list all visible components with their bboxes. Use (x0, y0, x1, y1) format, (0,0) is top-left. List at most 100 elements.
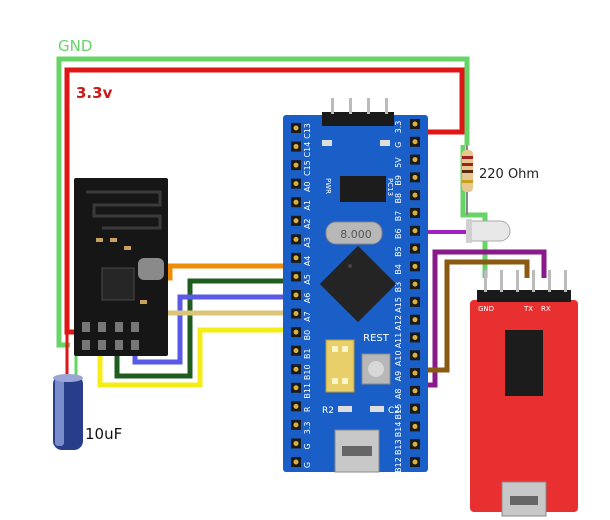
stm32-jumper (332, 378, 338, 384)
stm32-pin-label: G (394, 142, 403, 148)
stm32-pin-hole (293, 162, 299, 168)
yellow-wire (97, 327, 283, 388)
stm32-pin-hole (412, 263, 418, 269)
stm32-pin-hole (293, 403, 299, 409)
stm32-pin-label: B6 (394, 228, 403, 239)
stm32-pin-label: A9 (394, 371, 403, 382)
stm32-pin-label: A12 (394, 315, 403, 331)
stm32-pin-label: B0 (303, 330, 312, 341)
stm32-pin-hole (412, 228, 418, 234)
nrf24-crystal (138, 258, 164, 280)
stm32-pin-label: A4 (303, 256, 312, 267)
stm32-pin-label: B13 (394, 439, 403, 455)
stm32-crystal (325, 221, 383, 245)
stm32-c2-label: C2 (388, 406, 400, 416)
stm32-pin-hole (412, 210, 418, 216)
stm32-regulator (340, 176, 386, 202)
led (466, 219, 511, 243)
stm32-led-pwr (322, 140, 332, 146)
stm32-pin-hole (293, 440, 299, 446)
stm32-pin-label: A1 (303, 200, 312, 211)
stm32-pin-label: A2 (303, 218, 312, 229)
stm32-smd (370, 406, 384, 412)
ftdi-header-pins (484, 270, 567, 292)
stm32-mcu (319, 245, 397, 323)
stm32-pin-hole (293, 459, 299, 465)
nrf24-smd (124, 246, 131, 250)
blue-wire (132, 294, 283, 365)
stm32-pin-hole (412, 299, 418, 305)
stm32-pin-label: A3 (303, 237, 312, 248)
ftdi-usb-socket (510, 496, 538, 505)
stm32-pin-hole (412, 352, 418, 358)
stm32-right-pins: 3.3G5VB9B8B7B6B5B4B3A15A12A11A10A9A8B15B… (394, 119, 420, 473)
stm32-pin-label: 3.3 (303, 422, 312, 435)
gnd-wire (56, 56, 470, 348)
stm32-pin-hole (412, 139, 418, 145)
ftdi-adapter: GND TX RX (470, 270, 578, 517)
nrf24-module (74, 178, 168, 356)
stm32-pin-label: A6 (303, 293, 312, 304)
capacitor-stripe (55, 378, 64, 446)
stm32-jumper (342, 378, 348, 384)
stm32-pin-hole (293, 218, 299, 224)
capacitor (53, 374, 83, 450)
stm32-pin-hole (293, 255, 299, 261)
capacitor-top (53, 374, 83, 382)
stm32-pin-hole (412, 121, 418, 127)
stm32-reset-cap (368, 361, 384, 377)
stm32-pin-label: B1 (303, 348, 312, 359)
stm32-pin-label: B3 (394, 282, 403, 293)
stm32-pin-hole (412, 370, 418, 376)
stm32-pin-label: B14 (394, 422, 403, 438)
stm32-pin-label: C15 (303, 160, 312, 176)
stm32-crystal-label: 8.000 (340, 228, 372, 241)
nrf24-smd (96, 238, 103, 242)
stm32-pin-label: C13 (303, 123, 312, 139)
stm32-pin-label: A0 (303, 181, 312, 192)
gnd-label: GND (58, 37, 93, 55)
stm32-pc13-label: PC13 (386, 178, 394, 196)
stm32-pin-label: A15 (394, 297, 403, 313)
nrf24-antenna (86, 190, 162, 230)
purple-wire-rx (428, 249, 547, 388)
stm32-jumper (332, 346, 338, 352)
stm32-pin-hole (412, 246, 418, 252)
stm32-pin-label: G (303, 462, 312, 468)
stm32-pin-hole (412, 174, 418, 180)
stm32-pin-label: A11 (394, 333, 403, 349)
darkgreen-wire (114, 278, 283, 379)
ftdi-chip (505, 330, 543, 396)
stm32-pin-label: 3.3 (394, 121, 403, 134)
stm32-pin-hole (293, 329, 299, 335)
stm32-pin-hole (412, 157, 418, 163)
stm32-pin-label: G (303, 443, 312, 449)
stm32-pin-hole (293, 199, 299, 205)
resistor-label: 220 Ohm (479, 167, 540, 182)
stm32-board: C13C14C15A0A1A2A3A4A5A6A7B0B1B10B11R3.3G… (283, 98, 428, 473)
stm32-pin-hole (412, 192, 418, 198)
stm32-jumper (342, 346, 348, 352)
stm32-pwr-label: PWR (324, 178, 332, 194)
stm32-swd-header (322, 98, 394, 126)
stm32-pin-hole (412, 388, 418, 394)
stm32-pin-hole (412, 441, 418, 447)
wires (56, 56, 547, 388)
nrf24-smd (140, 300, 147, 304)
stm32-pin-hole (293, 348, 299, 354)
ftdi-header (477, 290, 571, 302)
stm32-pin-hole (293, 311, 299, 317)
stm32-pin-label: A10 (394, 350, 403, 366)
resistor (462, 150, 473, 192)
v33-label: 3.3v (76, 84, 113, 102)
nrf24-chip (101, 267, 135, 301)
stm32-pin-label: B7 (394, 211, 403, 222)
stm32-pin-hole (412, 459, 418, 465)
nrf24-smd (110, 238, 117, 242)
stm32-pin-hole (293, 181, 299, 187)
stm32-pin-label: B11 (303, 383, 312, 399)
capacitor-label: 10uF (85, 425, 123, 443)
stm32-pin-label: B12 (394, 457, 403, 473)
stm32-led-pc13 (380, 140, 390, 146)
